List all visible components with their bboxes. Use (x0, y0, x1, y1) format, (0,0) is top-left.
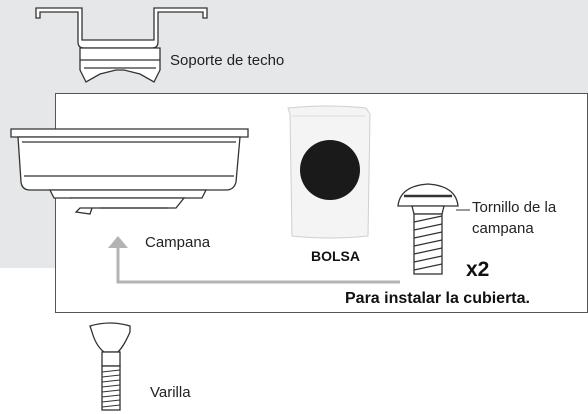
canopy-screw-label-line1: Tornillo de la (472, 199, 557, 216)
install-arrow (108, 236, 400, 284)
canopy-screw-label-line2: campana (472, 220, 534, 237)
quantity-label: x2 (466, 258, 490, 281)
ceiling-bracket-illustration (35, 7, 208, 83)
canopy-screw-illustration (397, 183, 470, 275)
rod-label: Varilla (150, 384, 191, 401)
bag-label: BOLSA (311, 248, 360, 264)
bag-dot (300, 140, 360, 200)
rod-illustration (89, 322, 131, 411)
install-note: Para instalar la cubierta. (345, 290, 530, 307)
canopy-label: Campana (145, 234, 211, 251)
ceiling-bracket-label: Soporte de techo (170, 52, 285, 69)
canopy-illustration (10, 128, 249, 215)
